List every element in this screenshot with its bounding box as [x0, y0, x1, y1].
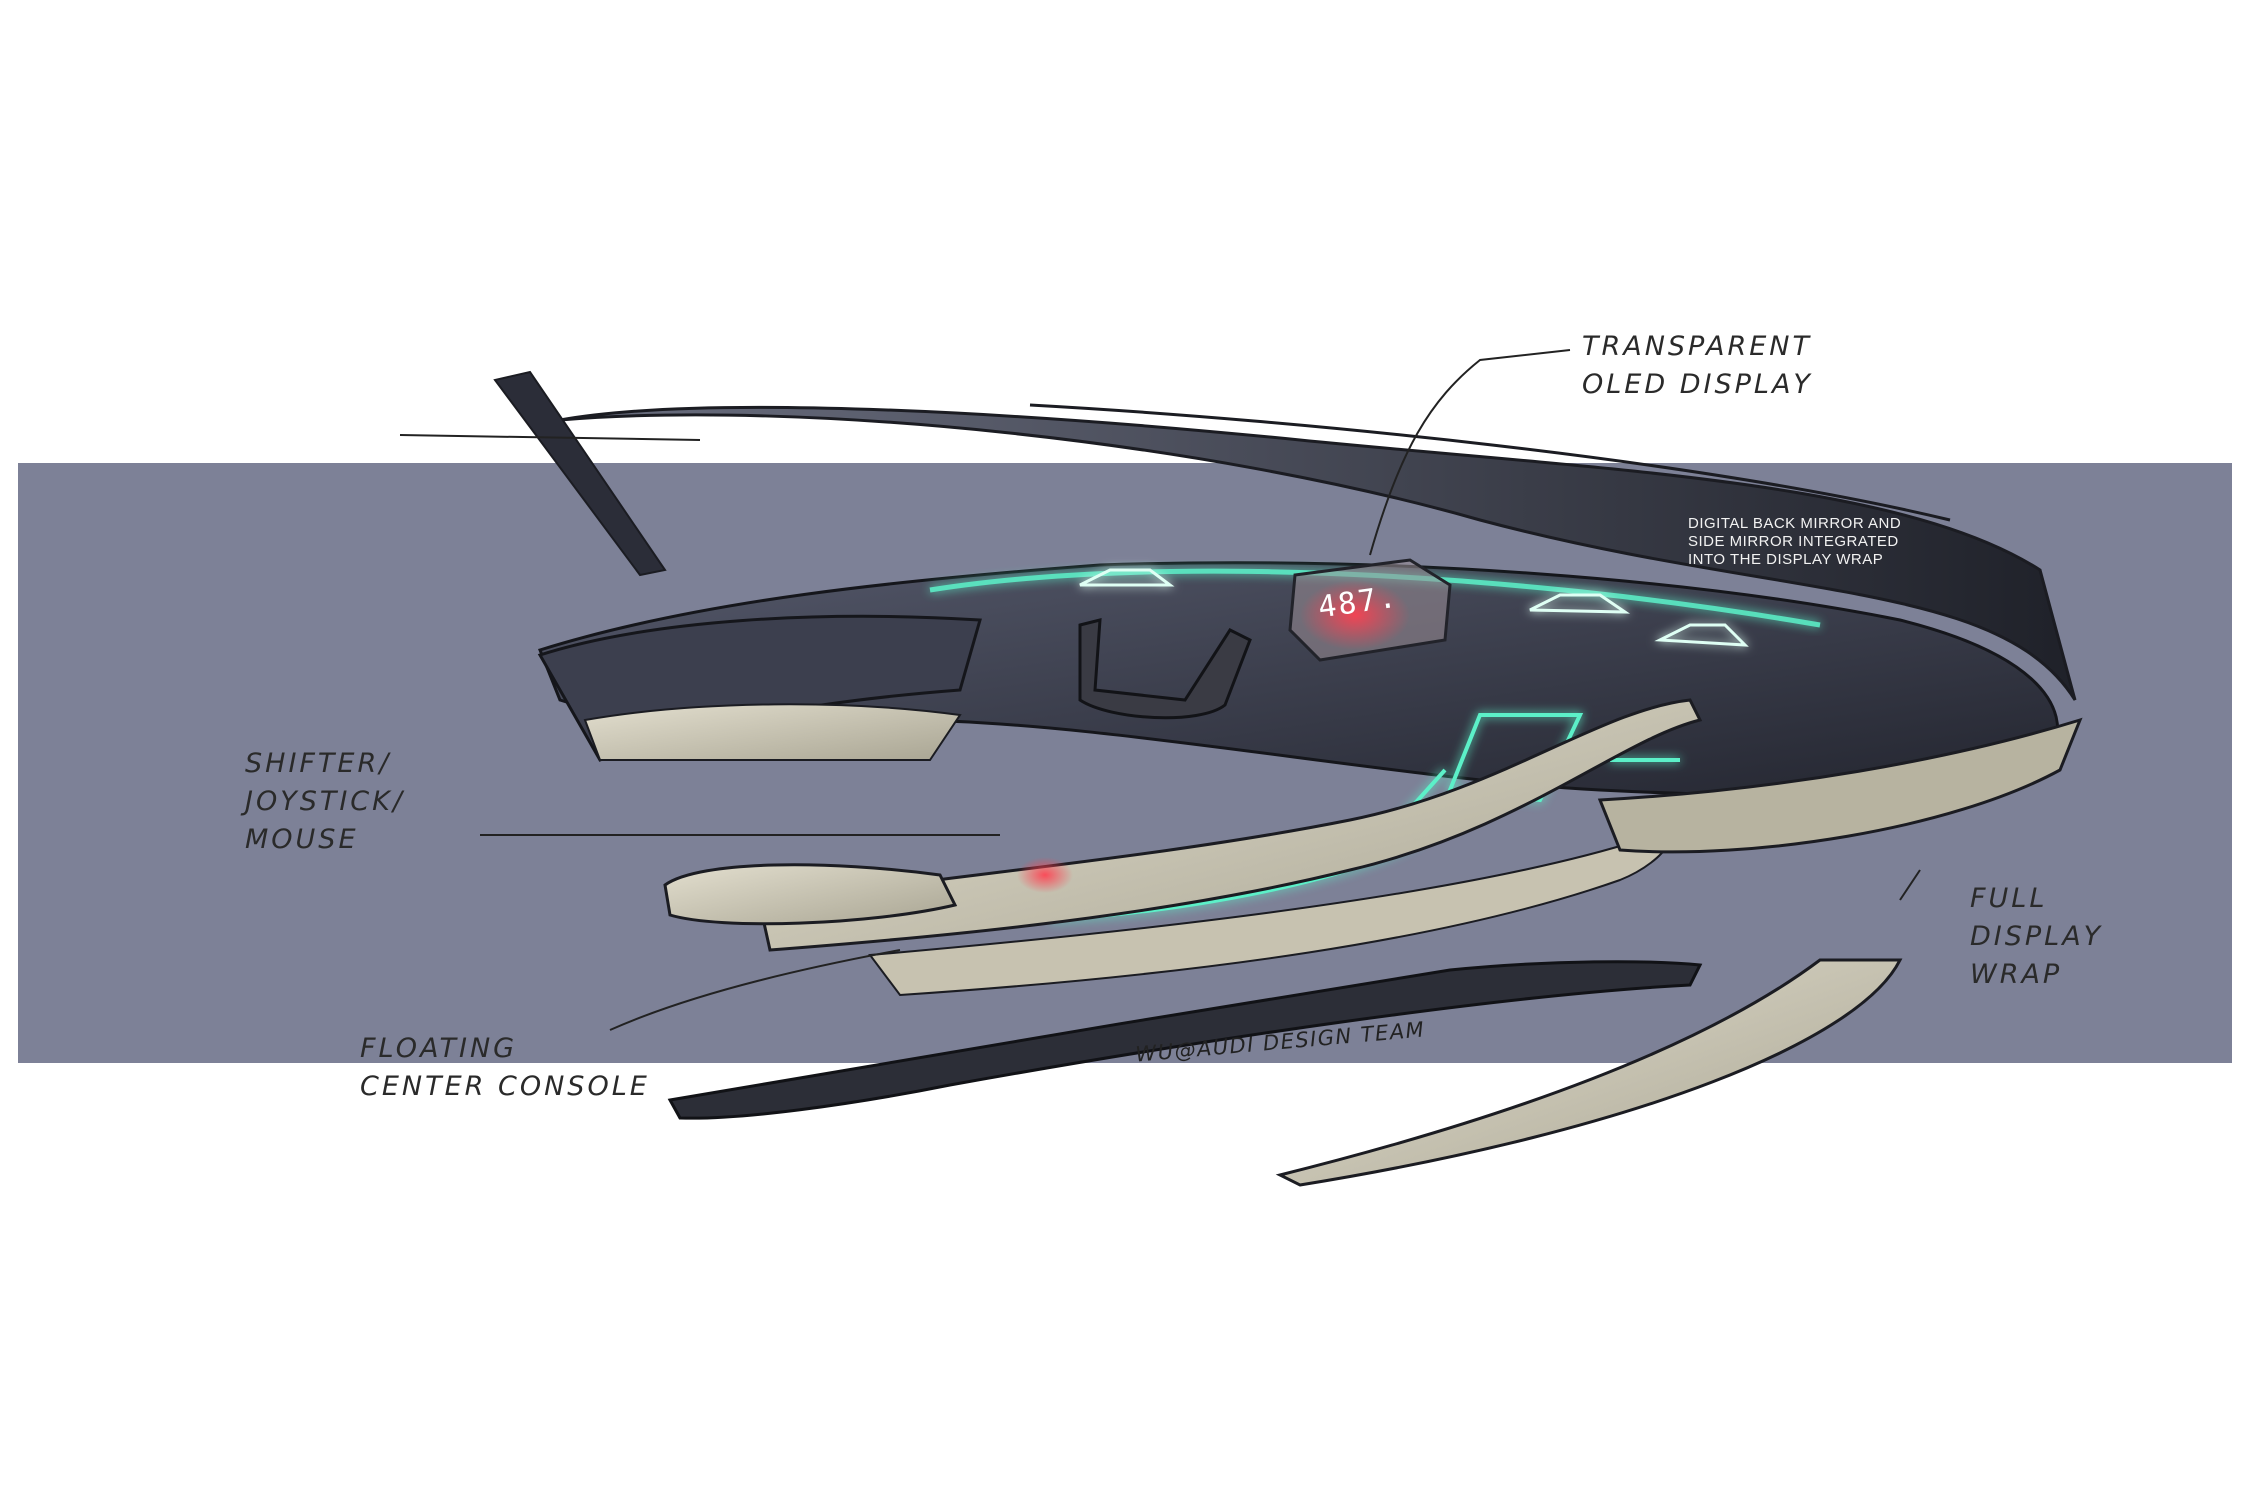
annotation-display-wrap: FULL DISPLAY WRAP — [1970, 883, 2104, 990]
shifter-red-glow — [1017, 857, 1073, 893]
right-dash-wing — [1597, 717, 2083, 854]
lower-blade — [667, 960, 1703, 1120]
steering-yoke — [1078, 618, 1252, 720]
annotation-transparent-display: TRANSPARENT OLED DISPLAY — [1582, 331, 1813, 400]
oled-red-glow — [1300, 580, 1410, 650]
annotation-mirror: DIGITAL BACK MIRROR AND SIDE MIRROR INTE… — [1688, 515, 1902, 568]
hud-car-icons — [1079, 568, 1749, 647]
upper-rail — [1029, 403, 1951, 522]
armrest — [663, 863, 958, 926]
a-pillar — [493, 370, 667, 577]
annotation-center-console: FLOATING CENTER CONSOLE — [360, 1033, 650, 1102]
leader-lines — [399, 349, 1921, 1031]
annotation-shifter: SHIFTER/ JOYSTICK/ MOUSE — [245, 748, 405, 855]
roof-shell — [559, 405, 2077, 701]
floating-center-console — [758, 698, 1703, 952]
door-trim — [583, 703, 962, 762]
right-trim-piece — [1275, 958, 1903, 1187]
